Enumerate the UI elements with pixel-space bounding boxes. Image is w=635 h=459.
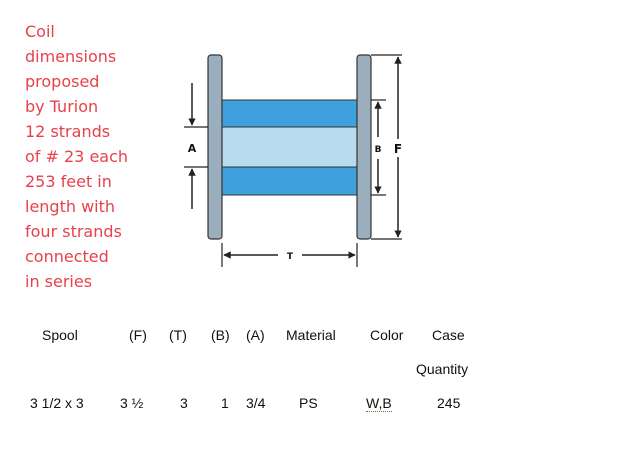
dimension-t: T bbox=[221, 243, 358, 267]
header-material: Material bbox=[286, 327, 336, 343]
note-line: in series bbox=[25, 272, 93, 291]
note-line: by Turion bbox=[25, 97, 99, 116]
flange-right bbox=[356, 54, 372, 240]
dimension-f: F bbox=[371, 54, 402, 240]
note-line: dimensions bbox=[25, 47, 117, 66]
dimension-b: B bbox=[371, 99, 386, 196]
header-a: (A) bbox=[246, 327, 265, 343]
value-spool: 3 1/2 x 3 bbox=[30, 395, 84, 411]
dimension-a: A bbox=[184, 83, 208, 209]
note-line: 253 feet in bbox=[25, 172, 112, 191]
value-case-quantity: 245 bbox=[437, 395, 461, 411]
value-b: 1 bbox=[221, 395, 229, 411]
header-t: (T) bbox=[169, 327, 187, 343]
label-b: B bbox=[375, 145, 382, 155]
winding-outer-bottom bbox=[221, 166, 358, 196]
value-a: 3/4 bbox=[246, 395, 266, 411]
header-case: Case bbox=[432, 327, 465, 343]
flange-left bbox=[207, 54, 223, 240]
spool-core bbox=[221, 126, 358, 168]
value-f: 3 ½ bbox=[120, 395, 144, 411]
coil-description: Coil dimensions proposed by Turion 12 st… bbox=[25, 19, 185, 294]
winding-outer-top bbox=[221, 99, 358, 128]
note-line: connected bbox=[25, 247, 109, 266]
note-line: Coil bbox=[25, 22, 55, 41]
note-line: proposed bbox=[25, 72, 100, 91]
note-line: of # 23 each bbox=[25, 147, 129, 166]
note-line: four strands bbox=[25, 222, 122, 241]
label-t: T bbox=[287, 252, 294, 262]
note-line: length with bbox=[25, 197, 116, 216]
value-t: 3 bbox=[180, 395, 188, 411]
value-color: W,B bbox=[366, 395, 392, 412]
value-material: PS bbox=[299, 395, 318, 411]
header-b: (B) bbox=[211, 327, 230, 343]
label-f: F bbox=[394, 142, 402, 156]
header-quantity: Quantity bbox=[416, 361, 469, 377]
header-color: Color bbox=[370, 327, 404, 343]
spool-diagram: A B F T bbox=[184, 54, 402, 267]
header-f: (F) bbox=[129, 327, 147, 343]
label-a: A bbox=[188, 142, 197, 155]
note-line: 12 strands bbox=[25, 122, 111, 141]
header-spool: Spool bbox=[42, 327, 78, 343]
